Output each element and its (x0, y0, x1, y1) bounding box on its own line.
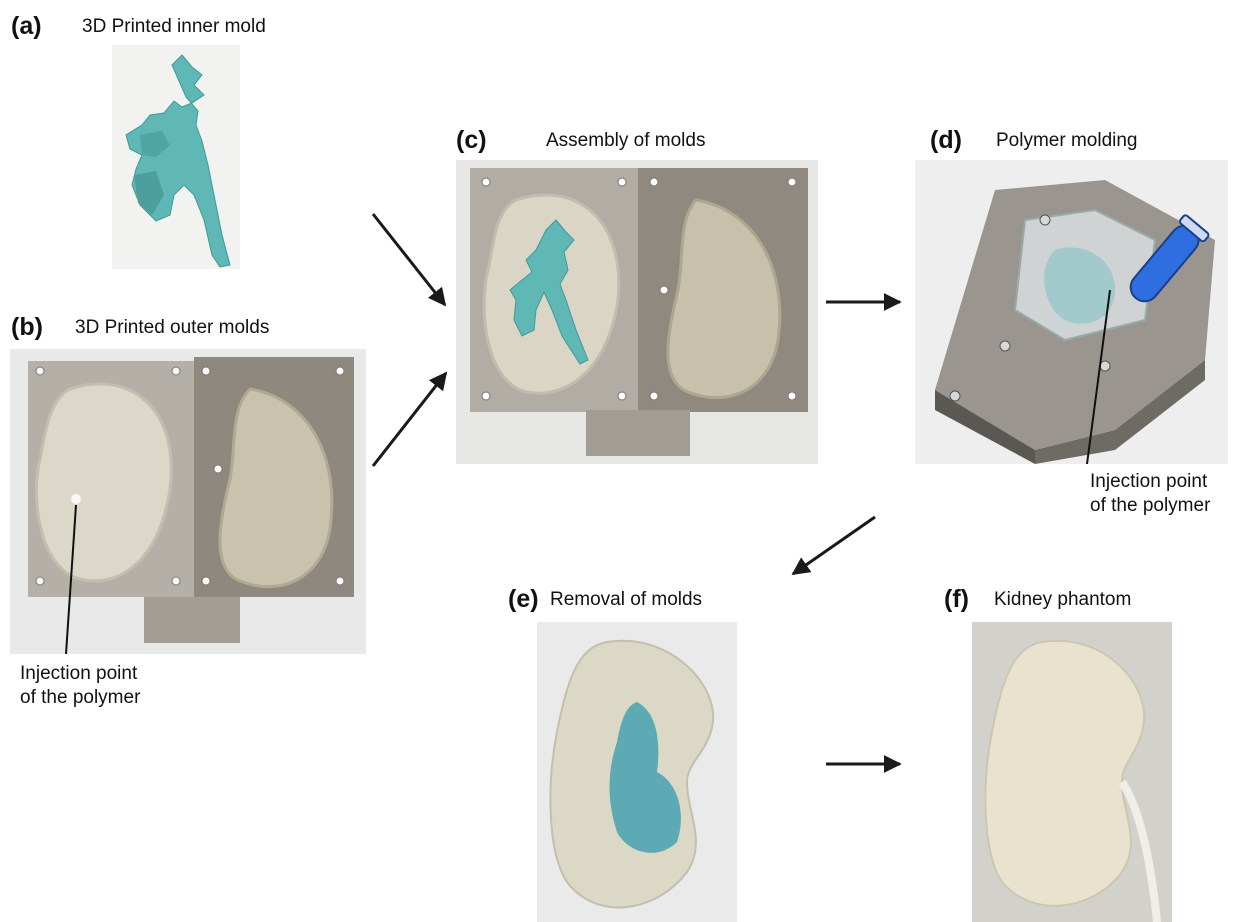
arrow-b-to-c (373, 373, 446, 466)
arrow-d-to-e (793, 517, 875, 574)
arrow-a-to-c (373, 214, 445, 305)
